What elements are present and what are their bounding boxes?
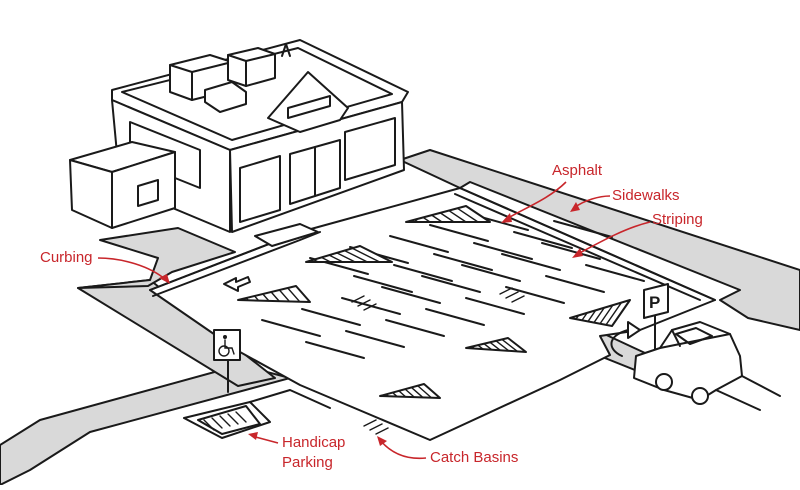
asphalt-label: Asphalt [552, 162, 603, 179]
stall-stripe [553, 220, 613, 238]
stall-stripe [429, 224, 489, 242]
direction-arrow-curved [610, 321, 641, 357]
building [69, 39, 409, 247]
stall-stripe [461, 264, 521, 282]
sidewalks-label: Sidewalks [612, 187, 680, 204]
stall-stripe [393, 264, 453, 282]
hatched-island [569, 299, 631, 327]
hatched-island [379, 383, 441, 399]
stall-stripe [305, 341, 365, 359]
stall-stripe [465, 297, 525, 315]
stall-stripe [353, 275, 413, 293]
hatched-islands [237, 205, 631, 399]
wheelchair-icon [218, 335, 235, 357]
hatched-island [305, 245, 393, 263]
annotation-handicap-parking: Handicap Parking [248, 432, 345, 471]
annotation-catch-basins: Catch Basins [377, 436, 518, 466]
hatched-island [237, 285, 311, 303]
stall-stripe [345, 330, 405, 348]
annotation-curbing: Curbing [40, 249, 170, 284]
handicap-parking-label-line1: Handicap [282, 434, 345, 451]
stall-stripe [513, 231, 573, 249]
stall-stripe [541, 242, 601, 260]
direction-arrow-left [223, 276, 251, 292]
striping-label: Striping [652, 211, 703, 228]
annotations: Asphalt Sidewalks Striping Curbing Handi… [40, 162, 703, 471]
stall-stripe [505, 286, 565, 304]
catch-basins [351, 287, 525, 435]
handicap-stall [183, 389, 331, 439]
parking-sign-label: P [649, 293, 660, 312]
car [633, 321, 781, 411]
catch-basin [499, 287, 525, 303]
stall-stripe [425, 308, 485, 326]
annotation-asphalt: Asphalt [501, 162, 603, 223]
striping [261, 213, 645, 359]
stall-stripe [261, 319, 321, 337]
handicap-parking-label-line2: Parking [282, 454, 333, 471]
stall-stripe [381, 286, 441, 304]
stall-stripe [385, 319, 445, 337]
stall-stripe [501, 253, 561, 271]
catch-basins-label: Catch Basins [430, 449, 518, 466]
annotation-striping: Striping [572, 211, 703, 258]
curbing-label: Curbing [40, 249, 93, 266]
stall-stripe [545, 275, 605, 293]
annotation-sidewalks: Sidewalks [570, 187, 680, 212]
catch-basin [351, 295, 377, 311]
stall-stripe [585, 264, 645, 282]
catch-basin [363, 419, 389, 435]
stall-stripe [421, 275, 481, 293]
stall-stripe [433, 253, 493, 271]
hatched-island [405, 205, 491, 223]
stall-stripe [301, 308, 361, 326]
stall-stripe [389, 235, 449, 253]
parking-sign: P [643, 283, 669, 351]
hatched-island [465, 337, 527, 353]
stall-stripe [473, 242, 533, 260]
accessible-parking-sign [213, 329, 241, 393]
